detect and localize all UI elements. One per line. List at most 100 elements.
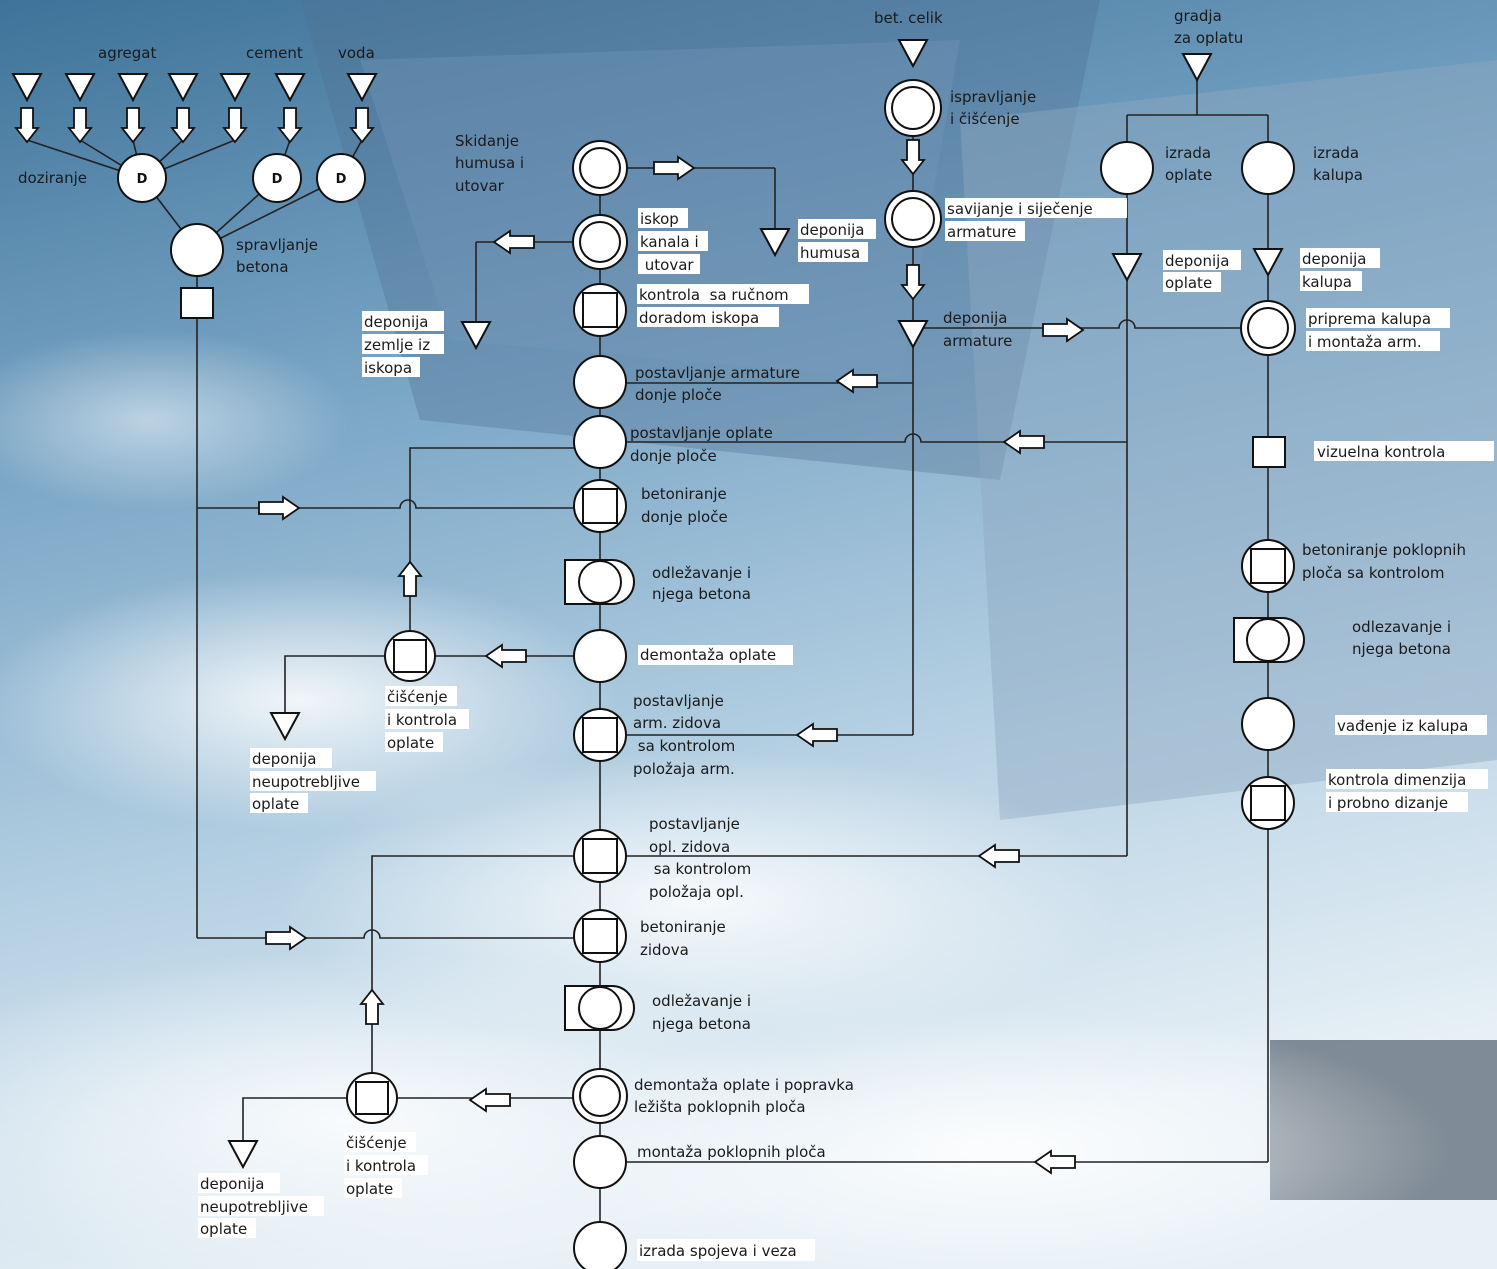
arrow-left-icon (485, 644, 527, 668)
label-post-oplate: donje ploče (630, 447, 717, 465)
arrow-down-icon (121, 107, 145, 143)
text-labels: agregat cement voda bet. celik gradja za… (18, 7, 1468, 1260)
inspection-concrete (180, 287, 214, 319)
label-deponija-kalupa: kalupa (1302, 273, 1352, 291)
dosing-symbol: D (272, 172, 283, 187)
label-backgrounds (198, 198, 1494, 1261)
arrow-down-icon (223, 107, 247, 143)
operation-vadjenje (1241, 697, 1295, 751)
label-kontrola-dimenzija: kontrola dimenzija (1328, 771, 1466, 789)
label-deponija-humusa: humusa (800, 244, 860, 262)
label-odlezavanje-2: odležavanje i (652, 992, 751, 1010)
label-ciscenje-1: i kontrola (387, 711, 457, 729)
arrow-up-icon (398, 561, 422, 597)
arrow-up-icon (360, 989, 384, 1025)
label-betoniranje-dp: donje ploče (641, 508, 728, 526)
storage-triangle-icon (168, 73, 198, 101)
storage-triangle-icon (220, 73, 250, 101)
arrow-left-icon (469, 1088, 511, 1112)
label-skidanje: utovar (455, 177, 505, 195)
label-spravljanje: spravljanje (236, 236, 318, 254)
storage-triangle-icon (1112, 253, 1142, 281)
arrow-down-icon (901, 264, 925, 300)
label-izrada-oplate: oplate (1165, 166, 1212, 184)
operation-izrada-spojeva (573, 1221, 627, 1269)
inspection-vizuelna (1252, 436, 1286, 468)
label-kontrola: kontrola sa ručnom (639, 286, 789, 304)
label-skidanje: Skidanje (455, 132, 519, 150)
operation-montaza (573, 1135, 627, 1189)
label-post-arm-zidova: položaja arm. (633, 760, 735, 778)
input-gradja: gradja (1174, 7, 1222, 25)
label-iskop: utovar (640, 256, 694, 274)
label-ciscenje-1: oplate (387, 734, 434, 752)
arrow-down-icon (278, 107, 302, 143)
label-demontaza-popravka: ležišta poklopnih ploča (634, 1098, 806, 1116)
label-deponija-zemlje: iskopa (364, 359, 412, 377)
arrow-right-icon (1042, 318, 1084, 342)
label-deponija-neup-1: oplate (252, 795, 299, 813)
label-ciscenje-2: oplate (346, 1180, 393, 1198)
label-doziranje: doziranje (18, 169, 87, 187)
label-odlezavanje-3: odlezavanje i (1352, 618, 1451, 636)
dosing-nodes: D D D (117, 153, 366, 203)
dosing-symbol: D (137, 172, 148, 187)
storage-triangle-icon (898, 39, 928, 67)
label-priprema: i montaža arm. (1308, 333, 1422, 351)
label-ciscenje-1: čišćenje (387, 688, 448, 706)
label-spravljanje: betona (236, 258, 289, 276)
label-post-opl-zidova: sa kontrolom (649, 860, 751, 878)
arrow-right-icon (258, 496, 300, 520)
storage-triangle-icon (270, 712, 300, 740)
operation-izrada-kalupa (1241, 141, 1295, 195)
label-deponija-zemlje: deponija (364, 313, 428, 331)
arrow-down-icon (901, 139, 925, 175)
label-post-arm-zidova: postavljanje (633, 692, 724, 710)
label-odlezavanje-1: odležavanje i (652, 564, 751, 582)
label-demontaza-popravka: demontaža oplate i popravka (634, 1076, 854, 1094)
label-post-opl-zidova: položaja opl. (649, 883, 744, 901)
arrow-left-icon (1034, 1150, 1076, 1174)
label-ispravljanje: i čišćenje (950, 110, 1020, 128)
arrow-down-icon (15, 107, 39, 143)
label-izrada-oplate: izrada (1165, 144, 1211, 162)
arrow-left-icon (836, 369, 878, 393)
arrow-left-icon (493, 230, 535, 254)
label-savijanje: armature (947, 223, 1016, 241)
storage-triangle-icon (65, 73, 95, 101)
arrow-right-icon (653, 156, 695, 180)
label-deponija-neup-2: deponija (200, 1175, 264, 1193)
transport-arrows (15, 107, 1084, 1174)
storage-triangle-icon (898, 320, 928, 348)
label-betoniranje-poklopnih: betoniranje poklopnih (1302, 541, 1466, 559)
storage-triangle-icon (275, 73, 305, 101)
label-odlezavanje-3: njega betona (1352, 640, 1451, 658)
operation-izrada-oplate (1100, 141, 1154, 195)
input-gradja: za oplatu (1174, 29, 1243, 47)
label-post-armature: donje ploče (635, 386, 722, 404)
label-post-armature: postavljanje armature (635, 364, 800, 382)
label-ciscenje-2: čišćenje (346, 1134, 407, 1152)
label-savijanje: savijanje i siječenje (947, 200, 1093, 218)
label-odlezavanje-1: njega betona (652, 585, 751, 603)
label-demontaza: demontaža oplate (640, 646, 776, 664)
dosing-symbol: D (336, 172, 347, 187)
arrow-left-icon (978, 844, 1020, 868)
storage-triangle-icon (1253, 248, 1283, 276)
storage-triangle-icon (461, 321, 491, 349)
label-deponija-armature: deponija (943, 309, 1007, 327)
arrow-down-icon (350, 107, 374, 143)
label-deponija-humusa: deponija (800, 221, 864, 239)
label-vizuelna: vizuelna kontrola (1317, 443, 1445, 461)
label-deponija-neup-2: oplate (200, 1220, 247, 1238)
label-deponija-armature: armature (943, 332, 1012, 350)
input-cement: cement (246, 44, 303, 62)
label-post-arm-zidova: sa kontrolom (633, 737, 735, 755)
arrow-down-icon (171, 107, 195, 143)
storage-triangle-icon (347, 73, 377, 101)
label-post-opl-zidova: postavljanje (649, 815, 740, 833)
label-deponija-zemlje: zemlje iz (364, 336, 430, 354)
operation-demontaza (573, 629, 627, 683)
label-deponija-neup-2: neupotrebljive (200, 1198, 308, 1216)
process-nodes (170, 79, 1305, 1269)
